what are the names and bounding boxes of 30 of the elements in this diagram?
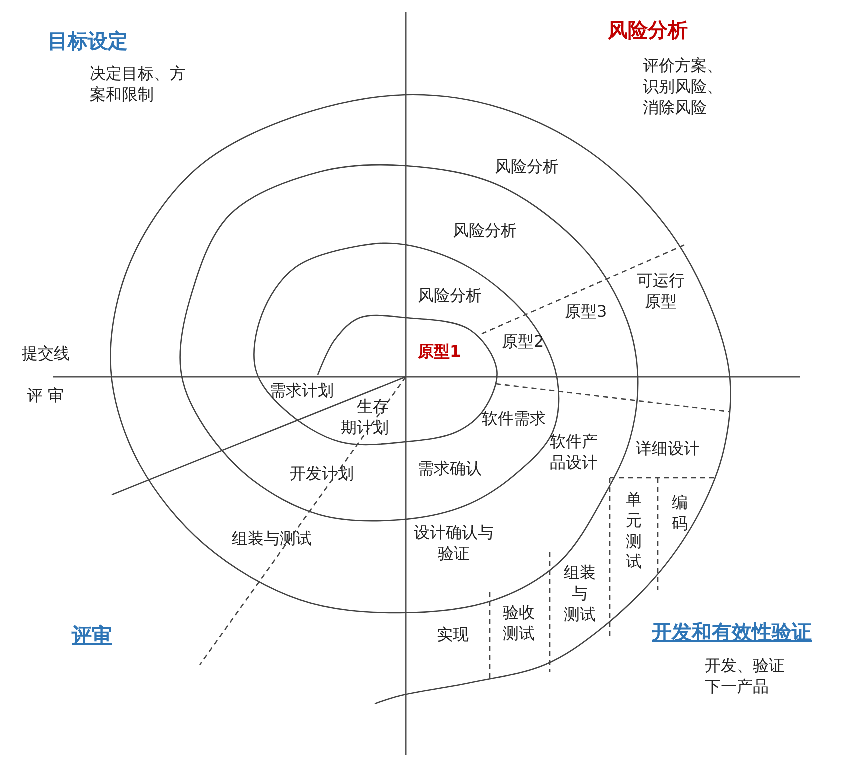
phase-label: 开发计划 <box>290 464 354 485</box>
phase-label: 需求计划 <box>270 381 334 402</box>
quadrant-description: 评价方案、识别风险、消除风险 <box>643 56 723 118</box>
phase-label: 生存期计划 <box>341 397 389 439</box>
phase-label: 组装与测试 <box>564 563 596 626</box>
phase-label: 需求确认 <box>418 459 482 480</box>
quadrant-heading: 风险分析 <box>608 17 688 43</box>
phase-label: 可运行原型 <box>637 271 685 313</box>
phase-label: 单元测试 <box>626 490 642 574</box>
phase-label: 原型1 <box>418 342 462 363</box>
phase-label: 风险分析 <box>453 221 517 242</box>
phase-label: 风险分析 <box>418 286 482 307</box>
quadrant-heading: 开发和有效性验证 <box>652 619 812 645</box>
axis-label: 评 审 <box>27 386 64 407</box>
axis-label: 提交线 <box>22 344 70 365</box>
phase-label: 设计确认与验证 <box>414 523 494 565</box>
phase-label: 实现 <box>437 625 469 646</box>
phase-label: 风险分析 <box>495 157 559 178</box>
quadrant-description: 开发、验证下一产品 <box>705 656 785 698</box>
phase-label: 验收测试 <box>503 603 535 645</box>
phase-label: 软件需求 <box>482 409 546 430</box>
quadrant-heading: 评审 <box>72 622 112 648</box>
phase-label: 编码 <box>672 493 688 535</box>
quadrant-description: 决定目标、方案和限制 <box>90 64 186 106</box>
phase-label: 原型3 <box>565 302 608 323</box>
phase-label: 组装与测试 <box>232 529 312 550</box>
phase-label: 详细设计 <box>636 439 700 460</box>
phase-label: 原型2 <box>502 332 544 353</box>
phase-label: 软件产品设计 <box>550 432 598 474</box>
quadrant-heading: 目标设定 <box>48 28 128 54</box>
